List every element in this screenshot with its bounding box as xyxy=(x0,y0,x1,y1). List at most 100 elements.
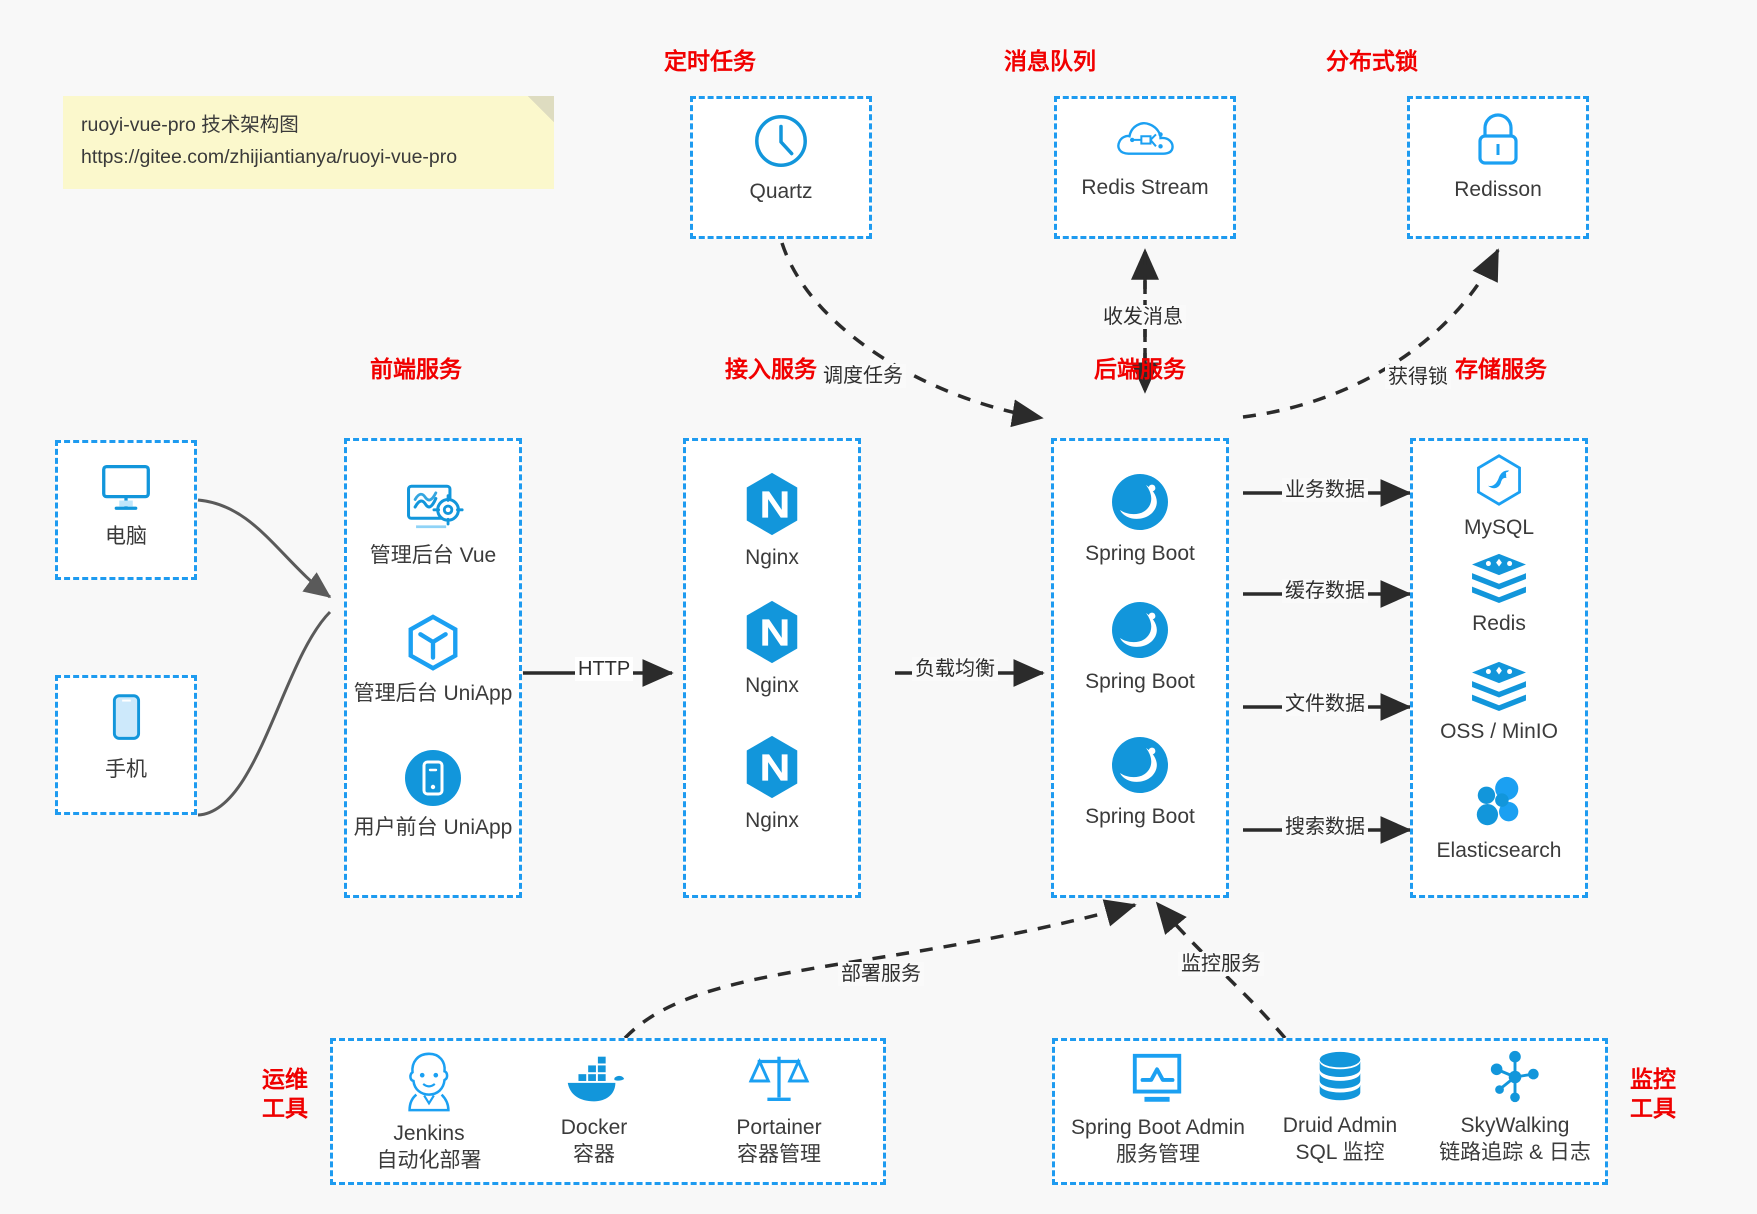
edge-label-deploy-service: 部署服务 xyxy=(838,962,924,986)
group-box-scheduler xyxy=(690,96,872,239)
group-title-gateway: 接入服务 xyxy=(725,356,817,382)
node-druid-admin[interactable]: Druid Admin SQL 监控 xyxy=(1250,1048,1430,1167)
group-title-monitor-line1: 监控 xyxy=(1630,1066,1676,1092)
group-title-lock: 分布式锁 xyxy=(1326,48,1418,74)
node-admin-uniapp[interactable]: 管理后台 UniApp xyxy=(344,612,522,707)
node-sublabel: 链路追踪 & 日志 xyxy=(1439,1141,1591,1165)
node-spring-boot-admin[interactable]: Spring Boot Admin 服务管理 xyxy=(1058,1050,1258,1169)
group-title-devops-line1: 运维 xyxy=(262,1066,308,1092)
group-box-desktop xyxy=(55,440,197,580)
node-label: 用户前台 UniApp xyxy=(353,816,513,839)
node-label: 管理后台 Vue xyxy=(369,544,497,567)
nginx-icon xyxy=(746,735,798,799)
redis-icon xyxy=(1472,553,1526,604)
node-spring-boot-1[interactable]: Spring Boot xyxy=(1051,470,1229,567)
cloud-stream-icon xyxy=(1117,122,1174,155)
scales-icon xyxy=(748,1056,810,1101)
edge-schedule-task xyxy=(780,242,1044,428)
spring-icon xyxy=(1112,474,1168,530)
note-url: https://gitee.com/zhijiantianya/ruoyi-vu… xyxy=(81,145,458,168)
edge-label-business-data: 业务数据 xyxy=(1282,478,1368,502)
phone-icon xyxy=(112,694,141,740)
node-portainer[interactable]: Portainer 容器管理 xyxy=(690,1048,868,1169)
node-quartz[interactable]: Quartz xyxy=(690,110,872,205)
node-label: Jenkins xyxy=(393,1122,465,1145)
group-title-devops: 运维 工具 xyxy=(250,1065,320,1124)
node-label: Redisson xyxy=(1454,178,1542,201)
node-phone[interactable]: 手机 xyxy=(55,688,197,783)
node-sublabel: 容器 xyxy=(573,1143,615,1167)
node-spring-boot-2[interactable]: Spring Boot xyxy=(1051,598,1229,695)
node-label: SkyWalking xyxy=(1460,1114,1570,1137)
edge-label-schedule-task: 调度任务 xyxy=(820,364,906,388)
node-label: 管理后台 UniApp xyxy=(353,682,513,705)
group-box-mq xyxy=(1054,96,1236,239)
node-label: Nginx xyxy=(745,674,799,697)
node-label: Redis xyxy=(1472,612,1526,635)
node-oss-minio[interactable]: OSS / MinIO xyxy=(1410,660,1588,745)
skywalking-icon xyxy=(1490,1050,1539,1103)
edge-label-search-data: 搜索数据 xyxy=(1282,815,1368,839)
node-nginx-2[interactable]: Nginx xyxy=(683,598,861,699)
note-title: ruoyi-vue-pro 技术架构图 xyxy=(81,114,299,136)
group-title-frontend: 前端服务 xyxy=(370,356,462,382)
mysql-icon xyxy=(1477,454,1521,506)
edge-label-send-receive-message: 收发消息 xyxy=(1100,305,1186,329)
node-label: Quartz xyxy=(749,180,813,203)
group-title-devops-line2: 工具 xyxy=(262,1095,308,1122)
node-label: Spring Boot xyxy=(1085,805,1195,828)
node-sublabel: 容器管理 xyxy=(737,1143,821,1167)
spring-icon xyxy=(1112,737,1168,793)
edge-acquire-lock xyxy=(1242,248,1500,419)
docker-icon xyxy=(567,1056,625,1102)
node-elasticsearch[interactable]: Elasticsearch xyxy=(1410,775,1588,864)
lock-icon xyxy=(1478,113,1518,165)
node-label: OSS / MinIO xyxy=(1440,720,1558,743)
note-fold-corner xyxy=(528,96,554,122)
edge-label-monitor-service: 监控服务 xyxy=(1178,952,1264,976)
database-icon xyxy=(1319,1051,1361,1101)
node-label: 手机 xyxy=(105,758,147,781)
oss-icon xyxy=(1472,661,1526,712)
node-docker[interactable]: Docker 容器 xyxy=(505,1052,683,1169)
node-redis[interactable]: Redis xyxy=(1410,552,1588,637)
node-sublabel: SQL 监控 xyxy=(1295,1141,1385,1165)
node-label: MySQL xyxy=(1463,516,1534,539)
edge-label-acquire-lock: 获得锁 xyxy=(1385,365,1451,389)
group-title-storage: 存储服务 xyxy=(1455,356,1547,382)
node-label: Spring Boot xyxy=(1085,542,1195,565)
cube-icon xyxy=(408,614,458,671)
node-user-uniapp[interactable]: 用户前台 UniApp xyxy=(344,748,522,841)
group-title-monitor-line2: 工具 xyxy=(1630,1095,1676,1122)
node-nginx-3[interactable]: Nginx xyxy=(683,733,861,834)
node-redis-stream[interactable]: Redis Stream xyxy=(1054,110,1236,201)
node-sublabel: 服务管理 xyxy=(1116,1143,1200,1167)
node-redisson[interactable]: Redisson xyxy=(1407,110,1589,203)
node-nginx-1[interactable]: Nginx xyxy=(683,470,861,571)
node-admin-vue[interactable]: 管理后台 Vue xyxy=(344,478,522,569)
note-card: ruoyi-vue-pro 技术架构图 https://gitee.com/zh… xyxy=(63,96,554,190)
node-jenkins[interactable]: Jenkins 自动化部署 xyxy=(340,1048,518,1175)
nginx-icon xyxy=(746,600,798,664)
node-label: Docker xyxy=(560,1116,628,1139)
node-label: Elasticsearch xyxy=(1436,839,1562,862)
edge-label-file-data: 文件数据 xyxy=(1282,692,1368,716)
monitor-chart-icon xyxy=(1132,1053,1182,1102)
node-label: Spring Boot Admin xyxy=(1071,1116,1245,1139)
jenkins-icon xyxy=(408,1052,450,1112)
node-label: Portainer xyxy=(736,1116,822,1139)
clock-icon xyxy=(755,115,807,167)
node-label: Spring Boot xyxy=(1085,670,1195,693)
node-mysql[interactable]: MySQL xyxy=(1410,452,1588,541)
group-title-backend: 后端服务 xyxy=(1094,356,1186,382)
node-skywalking[interactable]: SkyWalking 链路追踪 & 日志 xyxy=(1415,1048,1615,1167)
node-label: Nginx xyxy=(745,809,799,832)
node-spring-boot-3[interactable]: Spring Boot xyxy=(1051,733,1229,830)
group-title-scheduler: 定时任务 xyxy=(664,48,756,74)
node-desktop[interactable]: 电脑 xyxy=(55,455,197,550)
edge-label-http: HTTP xyxy=(575,657,634,681)
edge-label-load-balance: 负载均衡 xyxy=(912,657,998,681)
group-title-mq: 消息队列 xyxy=(1004,48,1096,74)
edge-label-cache-data: 缓存数据 xyxy=(1282,579,1368,603)
